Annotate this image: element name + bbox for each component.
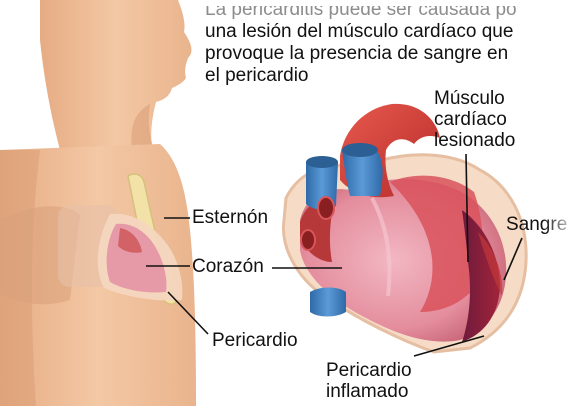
label-pericardio: Pericardio [212, 330, 298, 351]
human-figure [0, 0, 196, 406]
label-musculo-line-1: Músculo [434, 88, 515, 109]
caption-line-1: una lesión del músculo cardíaco que [205, 21, 574, 43]
label-corazon: Corazón [192, 256, 264, 277]
label-sangre: Sangre [506, 214, 567, 235]
caption-line-3: el pericardio [205, 65, 574, 87]
label-musculo-line-3: lesionado [434, 130, 515, 151]
label-esternon: Esternón [192, 207, 268, 228]
caption-text: La pericarditis puede ser causada po una… [205, 6, 574, 87]
label-pericardio-inflamado-line-2: inflamado [326, 381, 412, 402]
caption-line-2: provoque la presencia de sangre en [205, 43, 574, 65]
caption-line-faded: La pericarditis puede ser causada po [205, 6, 574, 21]
label-pericardio-inflamado: Pericardio inflamado [326, 360, 412, 402]
label-musculo-line-2: cardíaco [434, 109, 515, 130]
label-musculo-cardiaco: Músculo cardíaco lesionado [434, 88, 515, 151]
label-pericardio-inflamado-line-1: Pericardio [326, 360, 412, 381]
